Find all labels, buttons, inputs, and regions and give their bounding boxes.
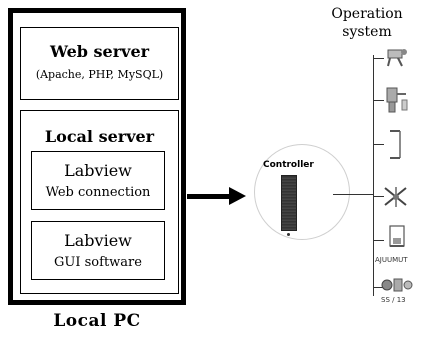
web-connection-title: Labview	[64, 161, 132, 180]
bus-tick	[374, 58, 384, 59]
controller-label: Controller	[263, 160, 314, 170]
relay-icon	[381, 278, 413, 292]
operation-system-title-line1: Operation	[331, 6, 403, 22]
gui-software-title: Labview	[64, 231, 132, 250]
arrow-shaft	[187, 194, 231, 199]
bus-tick	[374, 100, 384, 101]
controller-connection-line	[333, 194, 374, 195]
web-server-box: Web server (Apache, PHP, MySQL)	[20, 27, 179, 100]
bus-tick	[374, 196, 384, 197]
labview-gui-software-box: Labview GUI software	[31, 221, 165, 280]
actuator-icon	[390, 130, 401, 159]
operation-system-title: Operation system	[322, 5, 412, 41]
web-server-subtitle: (Apache, PHP, MySQL)	[35, 68, 164, 81]
motor-icon	[387, 49, 407, 67]
bus-tick	[374, 287, 384, 288]
gui-software-subtitle: GUI software	[54, 255, 142, 270]
module-caption: AJUUMUT	[375, 256, 408, 264]
arrow-right-icon	[229, 187, 246, 205]
bus-tick	[374, 144, 384, 145]
controller-device-tip	[287, 233, 290, 236]
controller-device-icon	[281, 175, 297, 231]
local-server-title: Local server	[44, 127, 155, 146]
fan-icon	[384, 187, 407, 207]
sensor-icon	[386, 87, 408, 113]
labview-web-connection-box: Labview Web connection	[31, 151, 165, 210]
controller-circle	[254, 144, 350, 240]
web-server-title: Web server	[49, 42, 150, 61]
operation-system-title-line2: system	[342, 24, 392, 40]
web-connection-subtitle: Web connection	[45, 185, 151, 200]
module-icon	[389, 225, 405, 247]
relay-caption: SS / 13	[381, 296, 406, 304]
local-pc-caption: Local PC	[53, 311, 141, 331]
bus-tick	[374, 240, 384, 241]
operation-system-bus-line	[373, 55, 374, 296]
